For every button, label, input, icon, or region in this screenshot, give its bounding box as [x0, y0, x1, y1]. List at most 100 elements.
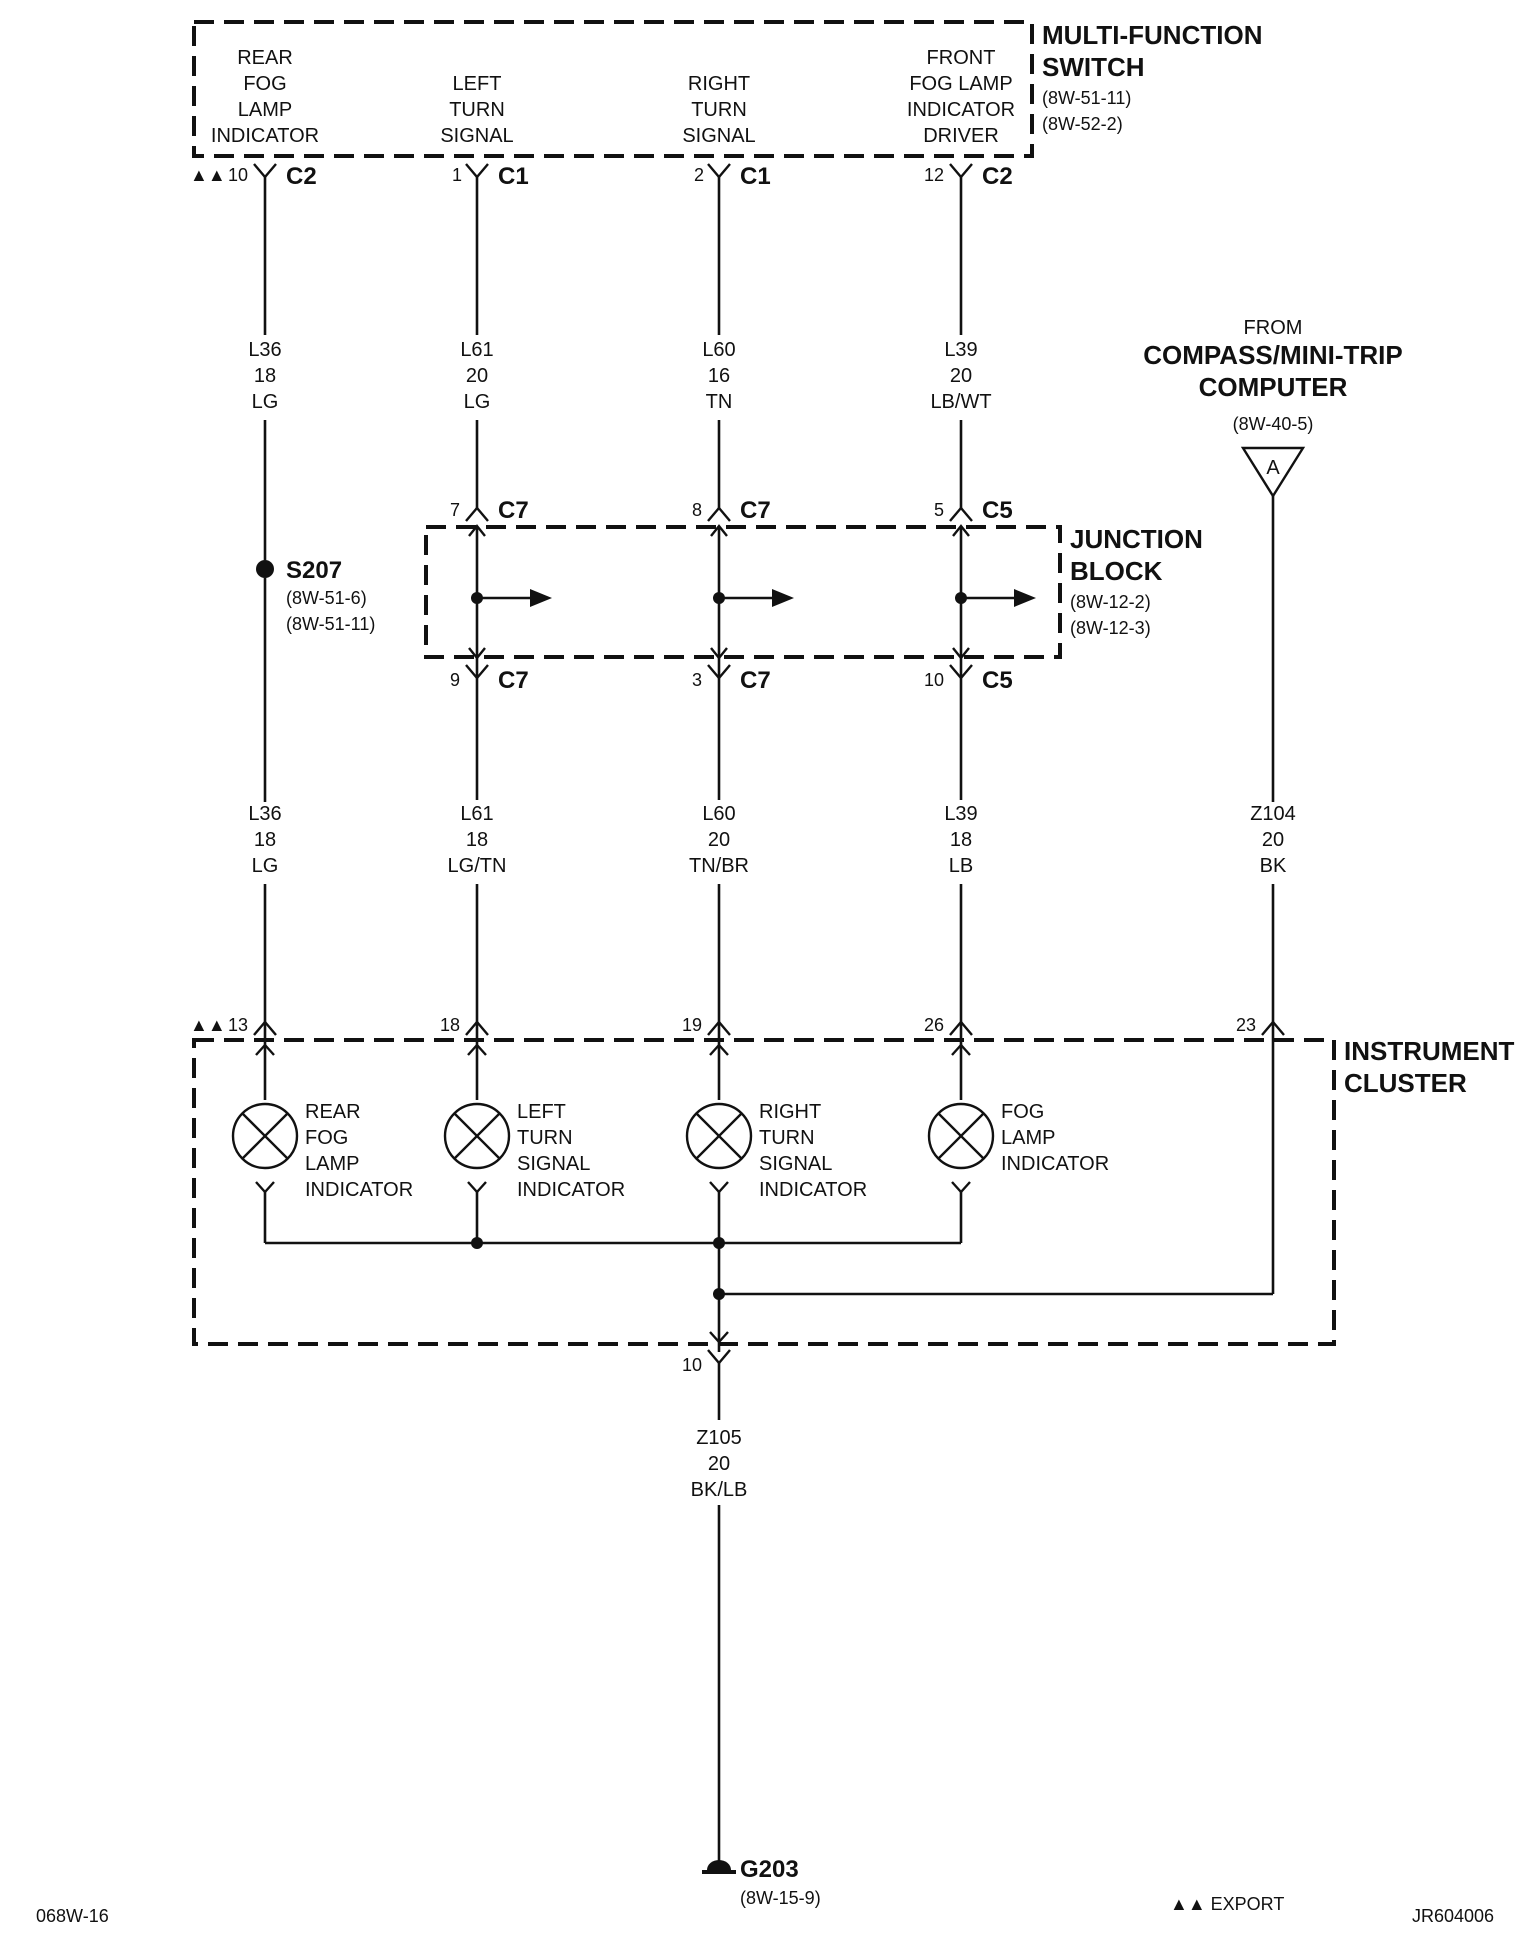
- wire-l61-upper-gauge: 20: [466, 365, 488, 387]
- switch-label-rear-fog-2: FOG: [243, 73, 286, 95]
- switch-label-rear-fog-1: REAR: [237, 47, 293, 69]
- wire-l36-lower-circuit: L36: [248, 803, 281, 825]
- switch-label-rear-fog-4: INDICATOR: [211, 125, 319, 147]
- lamp-1-label-4: INDICATOR: [305, 1179, 413, 1201]
- cluster-pin-1-number: 13: [228, 1015, 248, 1035]
- wire-l60-upper-circuit: L60: [702, 339, 735, 361]
- lamp-4-label-1: FOG: [1001, 1101, 1044, 1123]
- wire-z105-gauge: 20: [708, 1453, 730, 1475]
- wire-l36-upper-gauge: 18: [254, 365, 276, 387]
- switch-label-left-turn-3: SIGNAL: [440, 125, 513, 147]
- lamp-1-label-1: REAR: [305, 1101, 361, 1123]
- switch-pin-3-symbol: [707, 163, 731, 179]
- switch-pin-1-connector: C2: [286, 163, 317, 190]
- lamp-4-lower-chevron: [951, 1181, 971, 1194]
- junction-top-pin-1-number: 7: [450, 500, 460, 520]
- instrument-cluster: INSTRUMENT CLUSTER ▲▲ 13 18 19 26 23 REA…: [190, 1015, 1515, 1375]
- lamp-4-bulb-cross-b: [937, 1112, 985, 1160]
- junction-top-pin-3-number: 5: [934, 500, 944, 520]
- footer-page-code: 068W-16: [36, 1906, 109, 1926]
- wire-l60-lower-gauge: 20: [708, 829, 730, 851]
- wire-l60-lower-circuit: L60: [702, 803, 735, 825]
- switch-label-right-turn-3: SIGNAL: [682, 125, 755, 147]
- junction-bottom-pin-3-number: 10: [924, 670, 944, 690]
- wire-z104-circuit: Z104: [1250, 803, 1296, 825]
- wire-l61-lower-color: LG/TN: [448, 855, 507, 877]
- lamp-2-label-2: TURN: [517, 1127, 573, 1149]
- wire-l39-upper-gauge: 20: [950, 365, 972, 387]
- switch-title-line2: SWITCH: [1042, 52, 1145, 82]
- wire-l61-upper-circuit: L61: [460, 339, 493, 361]
- cluster-outline: [192, 1038, 1336, 1346]
- junction-ref-2: (8W-12-3): [1070, 618, 1151, 638]
- junction-bottom-pin-2-number: 3: [692, 670, 702, 690]
- lamp-1-bulb-icon: [231, 1102, 299, 1170]
- switch-pin-2-connector: C1: [498, 163, 529, 190]
- switch-pin-4-symbol: [949, 163, 973, 179]
- lamp-3-label-2: TURN: [759, 1127, 815, 1149]
- wire-l39-upper-circuit: L39: [944, 339, 977, 361]
- switch-pin-1-symbol: [253, 163, 277, 179]
- lamp-3-label-3: SIGNAL: [759, 1153, 832, 1175]
- compass-from-label: FROM: [1244, 317, 1303, 339]
- switch-pin-4-connector: C2: [982, 163, 1013, 190]
- splice-dot: [256, 560, 274, 578]
- wire-l61-lower-gauge: 18: [466, 829, 488, 851]
- lamp-1-label-3: LAMP: [305, 1153, 359, 1175]
- switch-label-rear-fog-3: LAMP: [238, 99, 292, 121]
- junction-top-pin-2-symbol: [707, 506, 731, 522]
- cluster-pin-4-number: 26: [924, 1015, 944, 1035]
- lamp-3-lower-chevron: [709, 1181, 729, 1194]
- compass-connector-tag: A: [1266, 457, 1280, 479]
- cluster-pin-2-number: 18: [440, 1015, 460, 1035]
- cluster-pin-3-number: 19: [682, 1015, 702, 1035]
- wire-l60-lower-color: TN/BR: [689, 855, 749, 877]
- switch-label-left-turn-1: LEFT: [453, 73, 502, 95]
- lamp-4-label-2: LAMP: [1001, 1127, 1055, 1149]
- switch-ref-2: (8W-52-2): [1042, 114, 1123, 134]
- junction-title-line2: BLOCK: [1070, 556, 1163, 586]
- switch-label-front-fog-2: FOG LAMP: [909, 73, 1012, 95]
- switch-title-line1: MULTI-FUNCTION: [1042, 20, 1262, 50]
- wire-l36-lower-gauge: 18: [254, 829, 276, 851]
- junction-top-pin-1-symbol: [465, 506, 489, 522]
- switch-label-front-fog-1: FRONT: [927, 47, 996, 69]
- junction-bottom-pin-2-connector: C7: [740, 667, 771, 694]
- junction-top-pin-2-connector: C7: [740, 497, 771, 524]
- footer-export-legend: ▲▲ EXPORT: [1170, 1894, 1284, 1914]
- switch-outline: [192, 20, 1034, 158]
- junction-branch-1-arrow-icon: [530, 589, 552, 607]
- wire-l39-upper-color: LB/WT: [930, 391, 991, 413]
- lamp-2-bulb-icon: [443, 1102, 511, 1170]
- junction-bottom-pin-1-number: 9: [450, 670, 460, 690]
- footer-drawing-id: JR604006: [1412, 1906, 1494, 1926]
- junction-bottom-pin-3-connector: C5: [982, 667, 1013, 694]
- ground-wire-z105: Z105 20 BK/LB: [691, 1363, 748, 1862]
- junction-title-line1: JUNCTION: [1070, 524, 1203, 554]
- switch-label-left-turn-2: TURN: [449, 99, 505, 121]
- junction-block-outline: [424, 525, 1062, 659]
- junction-bottom-pin-1-connector: C7: [498, 667, 529, 694]
- splice-ref-2: (8W-51-11): [286, 614, 375, 634]
- wire-l61-lower-circuit: L61: [460, 803, 493, 825]
- junction-top-pin-2-number: 8: [692, 500, 702, 520]
- lamp-4-label-3: INDICATOR: [1001, 1153, 1109, 1175]
- lamp-3-bulb-cross-b: [695, 1112, 743, 1160]
- junction-block: JUNCTION BLOCK (8W-12-2) (8W-12-3) 7 C7 …: [424, 497, 1203, 694]
- lamp-3-bulb-icon: [685, 1102, 753, 1170]
- wire-l39-lower-gauge: 18: [950, 829, 972, 851]
- cluster-ground-pin-number: 10: [682, 1355, 702, 1375]
- wire-l60-upper-color: TN: [706, 391, 733, 413]
- junction-ref-1: (8W-12-2): [1070, 592, 1151, 612]
- lamp-2-bulb-cross-b: [453, 1112, 501, 1160]
- wire-l36-lower-color: LG: [252, 855, 279, 877]
- cluster-pin-5-number: 23: [1236, 1015, 1256, 1035]
- switch-label-front-fog-3: INDICATOR: [907, 99, 1015, 121]
- switch-ref-1: (8W-51-11): [1042, 88, 1131, 108]
- switch-pin-3-connector: C1: [740, 163, 771, 190]
- wire-z104-gauge: 20: [1262, 829, 1284, 851]
- lamp-3-label-4: INDICATOR: [759, 1179, 867, 1201]
- ground-g203: G203 (8W-15-9): [702, 1856, 821, 1908]
- wire-z105-color: BK/LB: [691, 1479, 748, 1501]
